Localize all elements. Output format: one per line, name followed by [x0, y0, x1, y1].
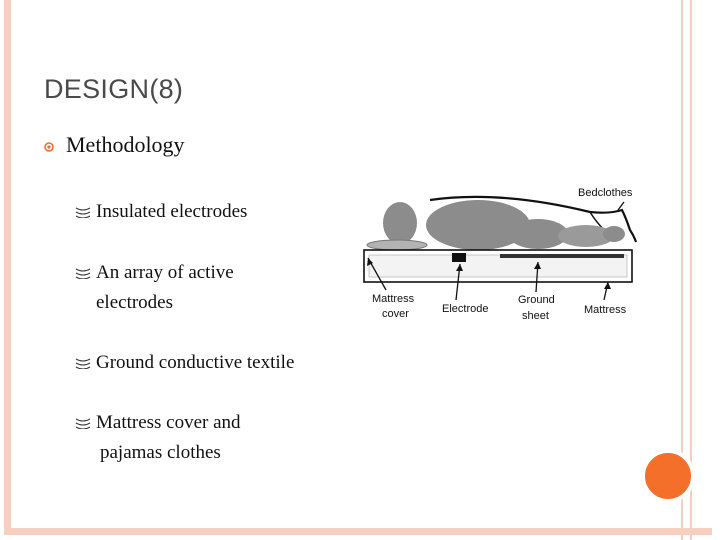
label-ground-1: Ground — [518, 294, 555, 306]
sub-bullet-array: An array of active electrodes — [74, 258, 234, 318]
torso-shape — [426, 200, 530, 250]
bedclothes-line — [429, 195, 638, 243]
label-mattress-cover-1: Mattress — [372, 293, 415, 305]
head-shape — [383, 202, 417, 244]
sub-bullet-insulated: Insulated electrodes — [74, 197, 247, 227]
sub-bullet-mattress: Mattress cover and pajamas clothes — [74, 408, 241, 468]
bed-electrode-diagram: Bedclothes Mattress cover Electrode Grou… — [363, 187, 638, 322]
pillow-shape — [366, 239, 428, 251]
sub-bullet-text-cont: electrodes — [96, 292, 174, 313]
accent-circle — [641, 449, 695, 503]
bullet-text: Methodology — [66, 132, 185, 157]
label-ground-2: sheet — [522, 310, 549, 322]
sub-bullet-text: An array of active — [96, 262, 234, 283]
sub-bullet-text: Ground conductive textile — [96, 352, 295, 373]
diamond-bullet-icon — [44, 142, 54, 152]
label-bedclothes: Bedclothes — [578, 187, 633, 199]
label-mattress: Mattress — [584, 304, 627, 316]
bullet-arrow-icon — [75, 418, 91, 429]
ground-sheet-shape — [500, 254, 624, 258]
sub-bullet-text: Mattress cover and — [96, 412, 241, 433]
bullet-arrow-icon — [75, 207, 91, 218]
slide-title: DESIGN(8) — [44, 74, 184, 104]
sub-bullet-text-cont: pajamas clothes — [100, 442, 221, 463]
frame-line-right-outer — [690, 0, 692, 540]
sub-bullet-ground: Ground conductive textile — [74, 348, 294, 378]
label-mattress-cover-2: cover — [382, 308, 409, 320]
frame-line-right — [681, 0, 683, 540]
sub-bullet-text: Insulated electrodes — [96, 201, 248, 222]
bullet-arrow-icon — [75, 358, 91, 369]
label-electrode: Electrode — [442, 303, 488, 315]
feet-shape — [603, 226, 625, 242]
bullet-methodology: Methodology — [44, 132, 185, 158]
bullet-arrow-icon — [75, 268, 91, 279]
electrode-shape — [452, 253, 466, 262]
slide-frame — [4, 0, 712, 535]
